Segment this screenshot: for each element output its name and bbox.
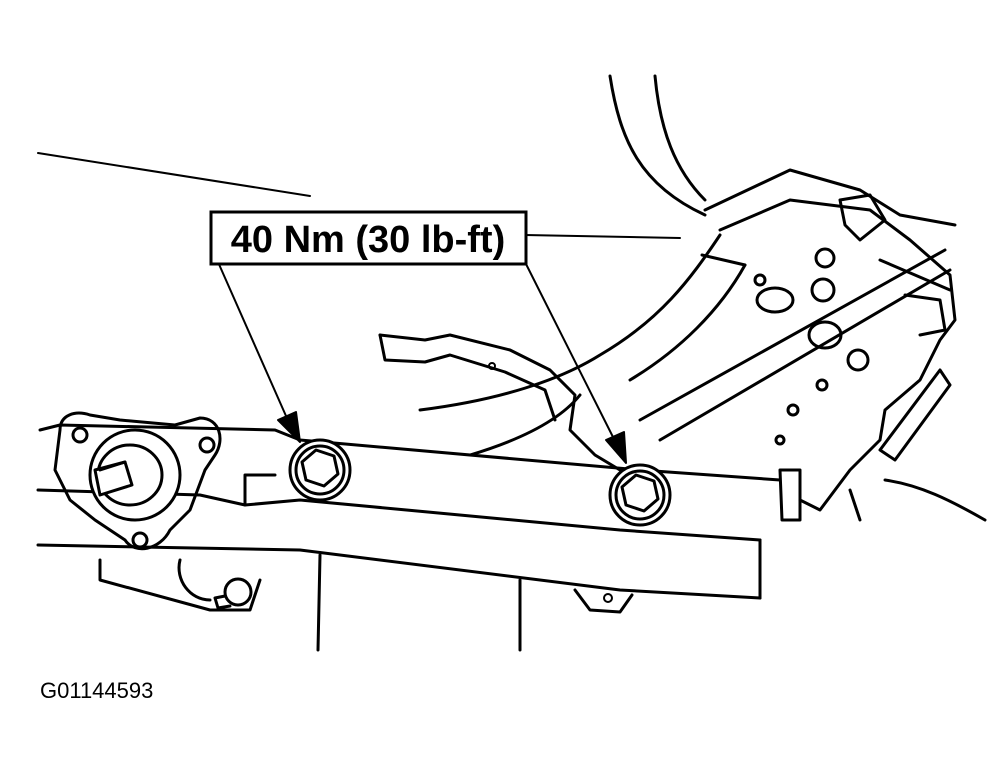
- torque-callout: 40 Nm (30 lb-ft): [209, 210, 528, 266]
- left-flange: [53, 411, 222, 551]
- callout-arrows: [217, 234, 681, 464]
- lower-stud: [213, 577, 253, 610]
- bolt-right-icon: [608, 463, 672, 527]
- right-casting: [638, 193, 987, 522]
- upper-left-edge-line: [37, 152, 311, 197]
- figure-code: G01144593: [40, 678, 153, 703]
- bolt-left-icon: [288, 438, 352, 502]
- shift-arm: [378, 333, 622, 472]
- torque-label: 40 Nm (30 lb-ft): [231, 219, 505, 261]
